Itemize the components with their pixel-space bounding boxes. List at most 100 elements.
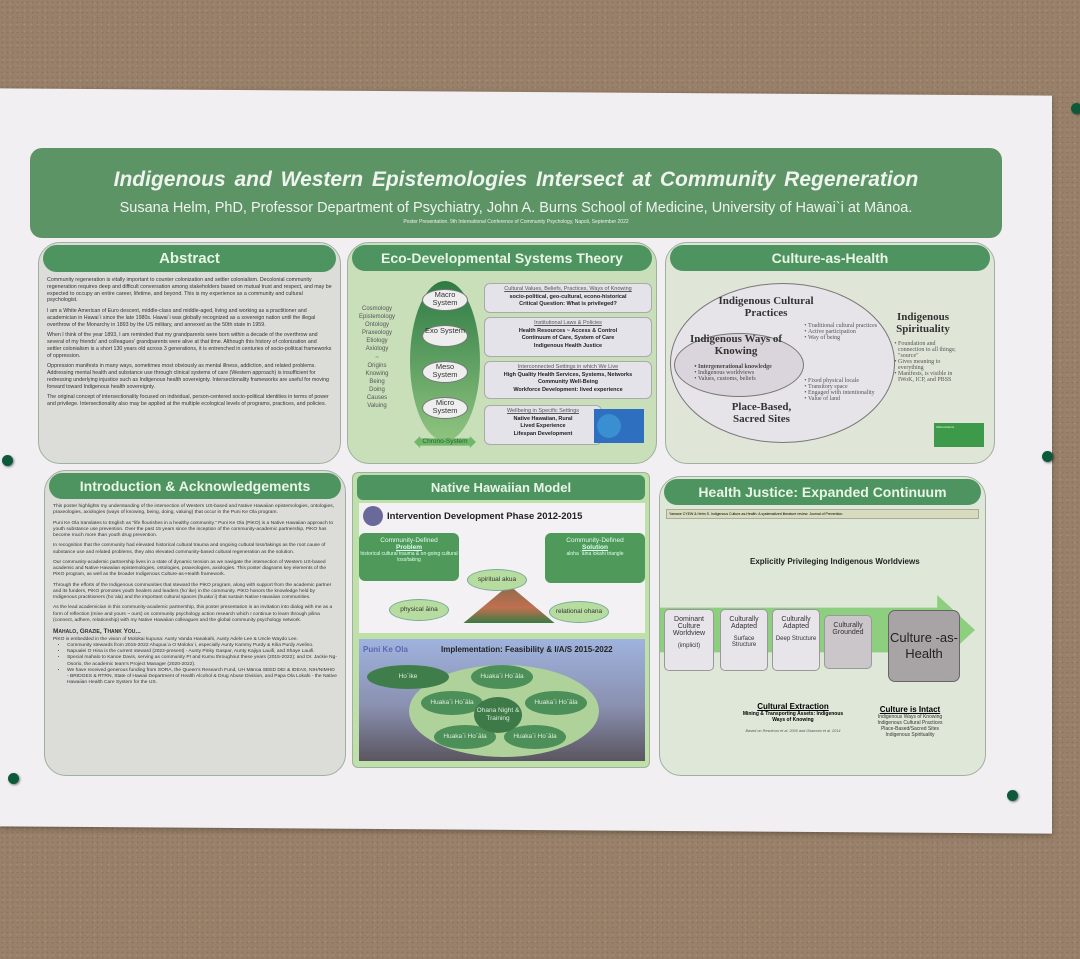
eco-box-heading: Wellbeing in Specific Settings [506,408,580,414]
physical-oval: physical āina [389,599,449,621]
thanks-item: Napualei O Hina is the current steward (… [67,649,337,655]
globe-image [594,409,644,443]
solution-box: Community-Defined Solution aloha `āina l… [545,533,645,583]
eco-box-heading: Cultural Values, Beliefs, Practices, Way… [504,286,632,292]
thanks-list: Community stewards from 2015-2022 Ahupua… [53,643,337,687]
bullet-item: Traditional cultural practices [808,323,883,329]
bullet-item: Gives meaning to everything [898,359,963,371]
push-pin [1042,451,1053,462]
continuum-step: Culturally Grounded [824,615,872,669]
eco-box-line: Indigenous Health Justice [533,343,603,350]
problem-label: Community-Defined [380,537,438,544]
intro-paragraph: Our community-academic partnership lives… [53,559,327,578]
step-main: Dominant Culture Worldview [672,616,706,637]
eco-term: Epistemology [358,314,396,321]
phase1-heading: Intervention Development Phase 2012-2015 [387,511,583,522]
intact-item: Indigenous Ways of Knowing [877,714,943,720]
bullet-item: Intergenerational knowledge [698,364,772,370]
intact-title: Culture is Intact [879,705,941,714]
eco-box-heading: Institutional Laws & Policies [534,320,602,326]
intro-paragraph: In recognition that the community had el… [53,543,326,555]
poster-author: Susana Helm, PhD, Professor Department o… [119,200,913,216]
bullet-item: Transitory space [808,384,883,390]
eco-term: Etiology [366,338,388,345]
intact-item: Indigenous Spirituality [885,732,935,738]
hj-citation: Yamane CYEW & Helm S. Indigenous Culture… [666,509,979,519]
intact-item: Indigenous Cultural Practices [877,720,943,726]
problem-box: Community-Defined Problem historical cul… [359,533,459,581]
system-oval: Exo System [422,325,468,347]
is-heading: Indigenous Spirituality [896,311,950,335]
eco-box-line: Native Hawaiian, Rural [513,415,573,422]
eco-box-line: Lived Experience [520,423,566,430]
intro-panel: Introduction & Acknowledgements This pos… [44,470,346,776]
step-sub: Deep Structure [775,636,817,642]
eco-term: Being [369,378,385,385]
puni-ke-ola-label: Puni Ke Ola [363,645,408,654]
abstract-paragraph: When I think of the year 1893, I am remi… [47,332,332,359]
bullet-item: Values, customs, beliefs [698,376,772,382]
eco-box-heading: Interconnected Settings in which We Live [517,364,619,370]
bullet-list: Foundation and connection to all things;… [898,341,963,383]
phase2-heading: Implementation: Feasibility & I/A/S 2015… [441,645,613,654]
poster-header: Indigenous and Western Epistemologies In… [30,148,1002,238]
bullet-item: Fixed physical locale [808,378,883,384]
eco-title: Eco-Developmental Systems Theory [352,245,652,271]
top-label: Explicitly Privileging Indigenous Worldv… [750,557,920,566]
native-hawaiian-model-panel: Native Hawaiian Model Intervention Devel… [352,472,650,768]
push-pin [8,773,19,784]
thanks-item: Special mahalo to Kanoe Davis, serving a… [67,655,337,668]
abbreviations-box: Abbreviations [934,423,984,447]
intro-paragraph: This poster highlights my understanding … [53,504,335,516]
eco-box-line: Community Well-Being [537,379,599,386]
pbss-heading: Place-Based, Sacred Sites [731,401,792,425]
spiritual-oval: spiritual akua [467,569,527,591]
eco-term: Cosmology [361,306,392,312]
abstract-paragraph: I am a White American of Euro descent, m… [47,308,316,328]
step-sub: (implicit) [677,643,701,649]
huakai-oval: Huaka`i Ho`āla [471,665,533,689]
bullet-list: Intergenerational knowledgeIndigenous wo… [698,364,772,382]
intro-paragraph: Through the efforts of the Indigenous co… [53,582,332,601]
eco-term: Ontology [364,322,389,329]
based-on: Based on Resnicow et al. 2000 and Okamot… [745,729,841,733]
bullet-item: Indigenous worldviews [698,370,772,376]
intro-body: This poster highlights my understanding … [45,501,345,690]
solution-desc: aloha `āina lokahi triangle [566,551,624,557]
eco-box-line: Workforce Development: lived experience [513,387,623,394]
bullet-item: Way of being [808,335,883,341]
system-oval: Macro System [422,289,468,311]
huakai-oval: Huaka`i Ho`āla [525,691,587,715]
eco-term: Causes [366,395,388,402]
problem-desc: historical cultural trauma & on-going cu… [360,551,458,563]
thanks-item: Community stewards from 2015-2022 Ahupua… [67,643,337,649]
thanks-intro: PiKO is embedded in the vision of Moloka… [53,636,298,642]
health-justice-panel: Health Justice: Expanded Continuum Yaman… [659,476,986,776]
abstract-body: Community regeneration is vitally import… [39,274,340,415]
bullet-list: Fixed physical localeTransitory spaceEng… [808,378,883,402]
eco-term: ~ [375,354,379,361]
eco-box-line: socio-political, geo-cultural, econo-his… [509,293,627,300]
push-pin [2,455,13,466]
phase2-area: Puni Ke Ola Implementation: Feasibility … [359,639,645,761]
culture-intact: Culture is Intact Indigenous Ways of Kno… [865,705,955,738]
eco-term: Knowing [365,370,389,377]
push-pin [1071,103,1080,114]
abstract-panel: Abstract Community regeneration is vital… [38,242,341,464]
nhm-title: Native Hawaiian Model [357,475,645,500]
poster-title: Indigenous and Western Epistemologies In… [113,168,919,191]
eco-box: Interconnected Settings in which We Live… [484,361,652,399]
bullet-item: Engaged with intentionality [808,390,883,396]
chrono-system-arrow: Chrono-System [414,436,476,448]
bullet-list: Traditional cultural practicesActive par… [808,323,883,341]
eco-term: Doing [369,386,385,393]
system-oval: Meso System [422,361,468,383]
solution-key: Solution [582,544,608,551]
eco-box-line: Critical Question: What is privileged? [519,301,617,308]
step-main: Culturally Adapted [781,616,811,630]
solution-label: Community-Defined [566,537,624,544]
abstract-paragraph: The original concept of intersectionalit… [47,394,329,408]
